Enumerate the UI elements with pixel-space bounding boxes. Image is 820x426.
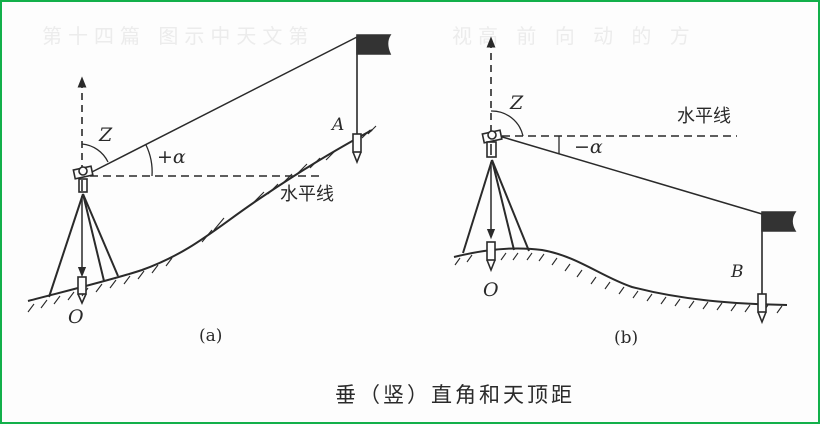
ground-line-a xyxy=(27,129,373,302)
bleed-through-text-a: 第十四篇 图示中天文第 xyxy=(42,24,315,48)
tripod-b xyxy=(462,159,530,254)
theodolite-b xyxy=(481,129,503,158)
flag-b xyxy=(761,211,797,232)
target-peg-a xyxy=(352,133,362,165)
theodolite-a xyxy=(72,165,94,193)
panel-label-a: (a) xyxy=(199,326,223,346)
panel-label-b: (b) xyxy=(614,328,639,348)
tripod-a xyxy=(48,193,119,298)
horizontal-line-label-a: 水平线 xyxy=(280,184,334,205)
sight-line-a xyxy=(87,36,358,175)
panel-a-diagram xyxy=(27,34,392,313)
alpha-arc-a xyxy=(145,144,153,177)
zenith-arc-b xyxy=(490,110,524,137)
angle-label-a: +α xyxy=(157,146,186,168)
zenith-arc-a xyxy=(81,143,109,163)
zenith-label-a: Z xyxy=(99,124,113,146)
flag-a xyxy=(356,34,392,55)
ground-line-b xyxy=(453,247,788,306)
station-label-b: O xyxy=(483,279,499,301)
ground-hatching-b xyxy=(454,252,783,314)
figure-caption: 垂（竖）直角和天顶距 xyxy=(335,383,575,407)
panel-b-diagram xyxy=(453,36,797,325)
zenith-label-b: Z xyxy=(510,92,524,114)
station-peg-b xyxy=(486,241,496,273)
horizontal-line-label-b: 水平线 xyxy=(677,106,731,127)
angle-label-b: −α xyxy=(574,136,603,158)
target-peg-b xyxy=(757,293,767,325)
point-label-a: A xyxy=(332,115,345,135)
point-label-b: B xyxy=(731,262,744,282)
station-label-a: O xyxy=(68,306,84,328)
sight-line-b xyxy=(498,135,763,215)
station-peg-a xyxy=(77,276,87,305)
